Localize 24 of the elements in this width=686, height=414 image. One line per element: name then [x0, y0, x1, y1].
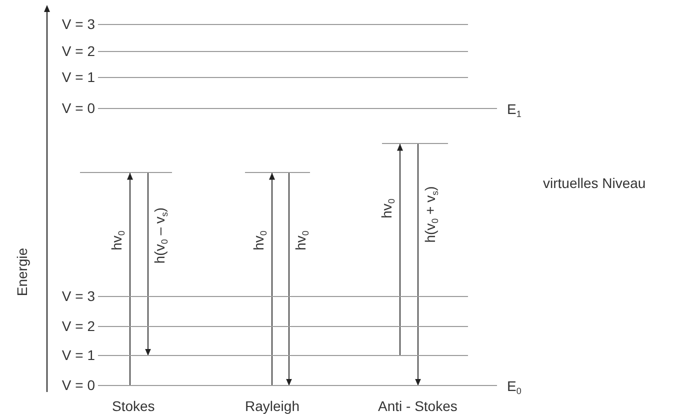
- transition-arrow: [145, 172, 151, 356]
- level-label: V = 3: [62, 16, 95, 32]
- axis-title: Energie: [14, 248, 30, 296]
- level-label: V = 1: [62, 69, 95, 85]
- level-label: V = 0: [62, 100, 95, 116]
- energy-level-line: [80, 172, 172, 173]
- transition-arrow: [397, 143, 403, 356]
- transition-arrow: [286, 172, 292, 386]
- energy-symbol: E$_{0}$: [507, 378, 522, 394]
- level-label: V = 0: [62, 377, 95, 393]
- level-label: V = 3: [62, 288, 95, 304]
- transition-arrow: [127, 172, 133, 386]
- region-label: virtuelles Niveau: [543, 175, 646, 191]
- transition-arrow: [415, 143, 421, 386]
- column-label: Stokes: [112, 398, 155, 414]
- energy-level-line: [245, 172, 310, 173]
- level-label: V = 2: [62, 318, 95, 334]
- energy-symbol: E$_{1}$: [507, 101, 522, 117]
- energy-level-line: [382, 143, 448, 144]
- column-label: Anti - Stokes: [378, 398, 458, 414]
- level-label: V = 2: [62, 43, 95, 59]
- transition-arrow: [269, 172, 275, 386]
- column-label: Rayleigh: [245, 398, 300, 414]
- level-label: V = 1: [62, 347, 95, 363]
